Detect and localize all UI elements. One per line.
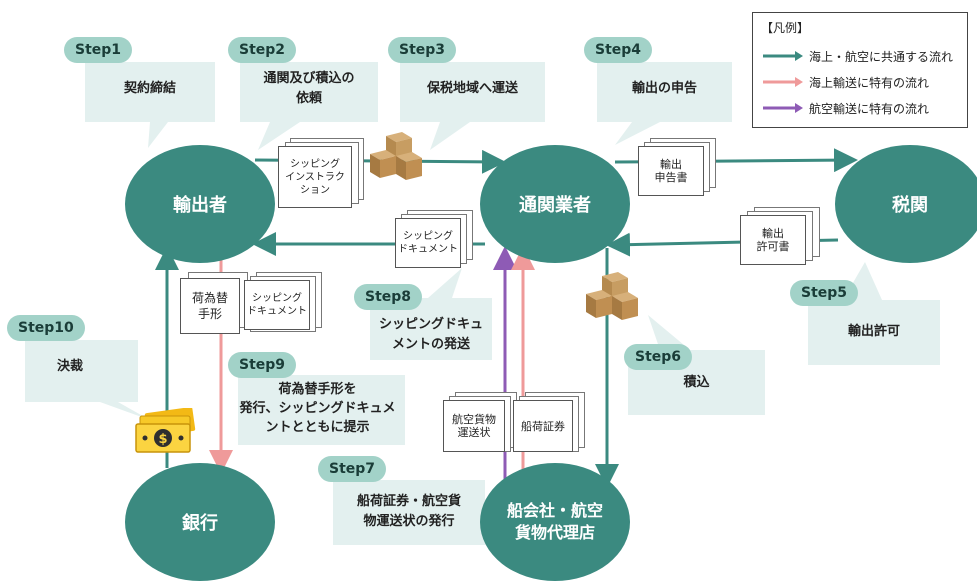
- legend-label-sea: 海上輸送に特有の流れ: [809, 76, 930, 90]
- step8-text-line2: メントの発送: [391, 337, 470, 352]
- step5-badge: Step5: [790, 280, 859, 306]
- step8-badge: Step8: [354, 284, 423, 310]
- step9-badge: Step9: [228, 352, 297, 378]
- shipping-instruction-doc: シッピング インストラク ション: [278, 138, 368, 208]
- step7-text-line2: 物運送状の発行: [363, 514, 455, 529]
- customs-node: 税関: [835, 145, 977, 263]
- export-declaration-line1: 輸出: [660, 158, 682, 171]
- carrier-node: 船会社・航空 貨物代理店: [480, 463, 630, 581]
- bill-of-lading-doc: 船荷証券: [513, 392, 589, 458]
- step10-text: 決裁: [56, 359, 83, 374]
- step9-text-line1: 荷為替手形を: [278, 382, 357, 397]
- shipping-document-step9-doc: シッピング ドキュメント: [244, 272, 326, 338]
- step9-text-line3: ントとともに提示: [265, 420, 370, 435]
- step4-badge: Step4: [584, 37, 653, 63]
- step6-text: 積込: [683, 375, 710, 390]
- shipping-document-step8-line1: シッピング: [403, 231, 453, 242]
- step7-badge: Step7: [318, 456, 387, 482]
- shipping-document-step9-line1: シッピング: [252, 293, 302, 304]
- step9-text-line2: 発行、シッピングドキュメ: [239, 401, 396, 416]
- bank-label: 銀行: [182, 513, 218, 534]
- legend-label-air: 航空輸送に特有の流れ: [809, 102, 930, 116]
- shipping-instruction-line1: シッピング: [290, 158, 340, 170]
- export-declaration-doc: 輸出 申告書: [638, 138, 720, 198]
- shipping-document-step8-line2: ドキュメント: [398, 244, 458, 255]
- step8-text-line1: シッピングドキュ: [378, 317, 483, 332]
- customs-label: 税関: [892, 195, 928, 216]
- air-waybill-line1: 航空貨物: [452, 413, 496, 426]
- legend-label-common: 海上・航空に共通する流れ: [809, 50, 954, 64]
- export-declaration-line2: 申告書: [654, 171, 688, 184]
- step1-text: 契約締結: [123, 81, 176, 96]
- step2-badge: Step2: [228, 37, 297, 63]
- air-waybill-line2: 運送状: [457, 426, 491, 439]
- bank-node: 銀行: [125, 463, 275, 581]
- legend: 【凡例】 海上・航空に共通する流れ 海上輸送に特有の流れ 航空輸送に特有の流れ: [752, 12, 968, 128]
- shipping-document-step9-line2: ドキュメント: [247, 306, 307, 317]
- step2-text-line1: 通関及び積込の: [263, 71, 355, 86]
- step5-text: 輸出許可: [847, 324, 900, 339]
- step7-text-line1: 船荷証券・航空貨: [356, 494, 461, 509]
- air-waybill-doc: 航空貨物 運送状: [443, 392, 521, 458]
- customs-broker-label: 通関業者: [519, 195, 591, 216]
- carrier-label-line2: 貨物代理店: [514, 523, 595, 542]
- banknote-dollar-icon: $: [135, 408, 196, 453]
- shipping-instruction-line2: インストラク: [285, 171, 345, 183]
- svg-text:$: $: [158, 432, 167, 447]
- shipping-document-step8-doc: シッピング ドキュメント: [395, 210, 477, 270]
- step1-badge: Step1: [64, 37, 133, 63]
- exporter-label: 輸出者: [173, 195, 227, 216]
- bill-of-exchange-doc: 荷為替 手形: [180, 272, 252, 338]
- cardboard-boxes-icon: [586, 272, 638, 320]
- bill-of-lading-line1: 船荷証券: [521, 419, 565, 433]
- export-permit-doc: 輸出 許可書: [740, 207, 822, 267]
- shipping-instruction-line3: ション: [300, 184, 330, 196]
- export-permit-line1: 輸出: [762, 227, 784, 240]
- step3-text: 保税地域へ運送: [426, 81, 518, 96]
- export-permit-line2: 許可書: [756, 240, 790, 253]
- step4-text: 輸出の申告: [631, 81, 697, 96]
- cardboard-boxes-icon: [370, 132, 422, 180]
- exporter-node: 輸出者: [125, 145, 275, 263]
- legend-title: 【凡例】: [761, 21, 810, 35]
- step3-badge: Step3: [388, 37, 457, 63]
- bill-of-exchange-line1: 荷為替: [191, 291, 228, 305]
- carrier-label-line1: 船会社・航空: [506, 501, 603, 520]
- customs-broker-node: 通関業者: [480, 145, 630, 263]
- step10-badge: Step10: [7, 315, 85, 341]
- step2-text-line2: 依頼: [295, 91, 322, 106]
- bill-of-exchange-line2: 手形: [197, 307, 222, 321]
- step6-badge: Step6: [624, 344, 693, 370]
